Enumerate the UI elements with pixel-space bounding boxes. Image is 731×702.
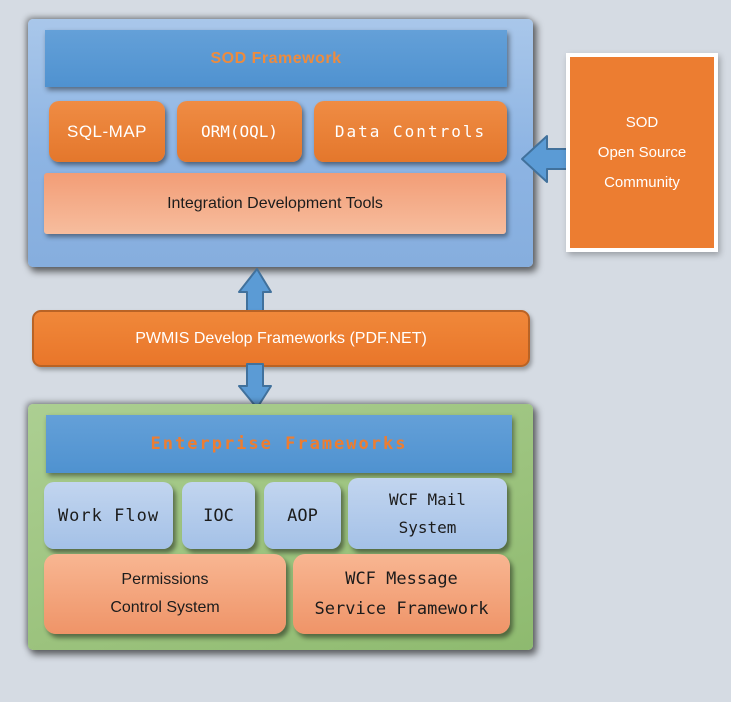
module-ioc: IOC [182,482,255,549]
wcf-message-line-1: WCF Message [345,569,458,589]
up-arrow-icon [238,268,272,315]
enterprise-frameworks-header-label: Enterprise Frameworks [150,434,408,454]
module-ioc-label: IOC [203,505,234,526]
sod-community-box: SOD Open Source Community [566,53,718,252]
integration-tools-label: Integration Development Tools [167,194,383,212]
community-line-1: SOD [625,113,659,131]
left-arrow-icon [521,135,571,183]
module-data-controls-label: Data Controls [334,122,487,141]
wcf-message-line-2: Service Framework [314,599,489,619]
community-line-2: Open Source [597,143,687,161]
permissions-line-2: Control System [110,599,220,616]
sod-framework-header-label: SOD Framework [210,49,342,67]
wcf-mail-line-1: WCF Mail [388,489,467,509]
module-wcf-mail-system: WCF Mail System [348,478,507,549]
enterprise-frameworks-header: Enterprise Frameworks [46,415,512,473]
community-line-3: Community [604,173,680,191]
module-aop-label: AOP [287,505,318,526]
service-permissions-control-system: Permissions Control System [44,554,286,634]
module-work-flow: Work Flow [44,482,173,549]
wcf-mail-line-2: System [398,517,457,537]
module-sql-map-label: SQL-MAP [66,121,148,141]
down-arrow-icon [238,363,272,409]
module-sql-map: SQL-MAP [49,101,165,162]
module-orm-oql-label: ORM(OQL) [200,122,279,141]
module-work-flow-label: Work Flow [57,505,160,526]
pwmis-middleware-label: PWMIS Develop Frameworks (PDF.NET) [135,329,427,347]
permissions-line-1: Permissions [121,571,209,588]
module-aop: AOP [264,482,341,549]
integration-tools-bar: Integration Development Tools [44,173,506,234]
module-orm-oql: ORM(OQL) [177,101,302,162]
sod-framework-header: SOD Framework [45,30,507,87]
service-wcf-message-framework: WCF Message Service Framework [293,554,510,634]
module-data-controls: Data Controls [314,101,507,162]
pwmis-middleware-bar: PWMIS Develop Frameworks (PDF.NET) [32,310,530,367]
